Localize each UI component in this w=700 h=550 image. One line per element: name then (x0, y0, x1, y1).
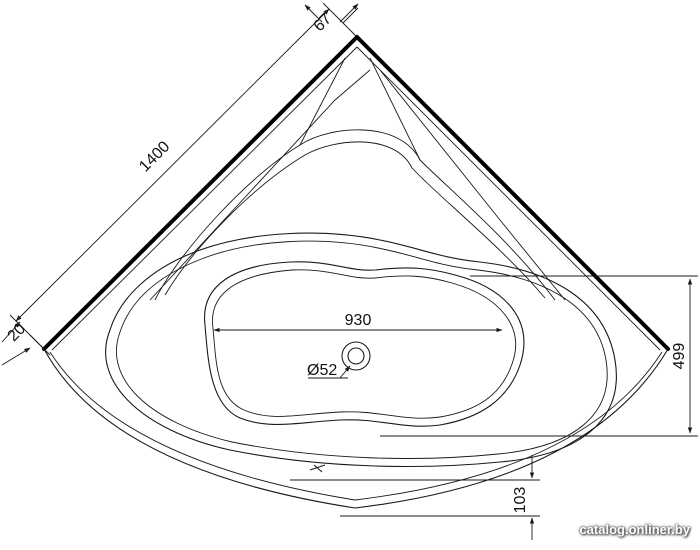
right-wall-inner (356, 46, 661, 351)
dimension-499: 499 (380, 275, 698, 437)
dim-label-drain: Ø52 (307, 362, 337, 379)
drain-inner (347, 347, 365, 365)
dimension-20: 20 (1, 320, 51, 366)
dimension-drain: Ø52 (307, 362, 351, 379)
bathing-well (204, 261, 525, 473)
drain-outer (341, 341, 371, 371)
rim-contours (105, 57, 617, 468)
left-wall-inner (51, 46, 358, 351)
backrest-fold-right (369, 57, 421, 161)
overflow-mark (309, 464, 326, 473)
backrest-contour-inner (164, 141, 546, 299)
right-wall-edge (355, 35, 670, 351)
backrest-diagonal-right (379, 69, 566, 301)
dimension-103: 103 (290, 455, 540, 540)
dimension-930: 930 (213, 312, 503, 333)
dim-label-20: 20 (5, 320, 30, 345)
dim-label-930: 930 (345, 312, 372, 329)
front-arc (43, 348, 669, 509)
dim-label-103: 103 (512, 487, 529, 514)
backrest-contour (154, 129, 556, 301)
left-wall-edge (42, 35, 359, 351)
dimension-1400: 1400 (9, 2, 358, 350)
front-arc-inner (49, 351, 663, 501)
dim-label-499: 499 (671, 343, 688, 370)
tub-outline (42, 35, 670, 509)
watermark: catalog.onliner.by (579, 522, 690, 537)
